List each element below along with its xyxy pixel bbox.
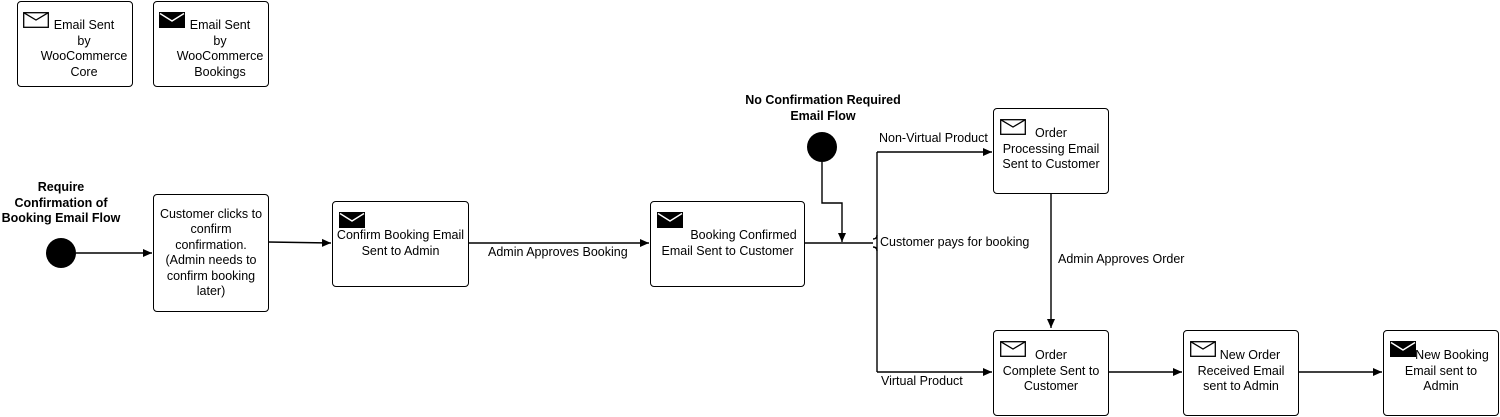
edge-label-customer-pays: Customer pays for booking: [880, 235, 1030, 249]
edge-label-virtual-product: Virtual Product: [881, 374, 963, 388]
legend-core-box: Email Sent by WooCommerce Core: [17, 1, 133, 87]
confirm-booking-email-label: Confirm Booking Email Sent to Admin: [336, 228, 465, 258]
confirm-booking-email-node: Confirm Booking Email Sent to Admin: [332, 201, 469, 287]
envelope-filled-icon: [159, 12, 185, 28]
new-order-email-node: New Order Received Email sent to Admin: [1183, 330, 1299, 416]
order-processing-email-label: Order Processing Email Sent to Customer: [1002, 126, 1100, 171]
envelope-filled-icon: [657, 212, 683, 228]
edge-branch-bracket: [872, 234, 878, 252]
customer-clicks-node: Customer clicks to confirm confirmation.…: [153, 194, 269, 312]
legend-core-label: Email Sent by WooCommerce Core: [40, 18, 128, 79]
envelope-outline-icon: [23, 12, 49, 28]
edge-label-admin-approves-order: Admin Approves Order: [1058, 252, 1185, 266]
order-complete-email-label: Order Complete Sent to Customer: [1002, 348, 1100, 393]
edge-label-admin-approves-booking: Admin Approves Booking: [488, 245, 628, 259]
no-confirmation-start-node: [807, 132, 837, 162]
envelope-filled-icon: [1390, 341, 1416, 357]
booking-confirmed-email-label: Booking Confirmed Email Sent to Customer: [661, 228, 797, 258]
edge-no-confirmation-start-to-branch: [821, 162, 846, 242]
edge-label-non-virtual-product: Non-Virtual Product: [879, 131, 988, 145]
envelope-outline-icon: [1000, 119, 1026, 135]
new-order-email-label: New Order Received Email sent to Admin: [1197, 348, 1285, 393]
booking-confirmed-email-node: Booking Confirmed Email Sent to Customer: [650, 201, 805, 287]
new-booking-email-node: New Booking Email sent to Admin: [1383, 330, 1499, 416]
require-confirmation-start-node: [46, 238, 76, 268]
legend-bookings-label: Email Sent by WooCommerce Bookings: [176, 18, 264, 79]
require-confirmation-flow-title: Require Confirmation of Booking Email Fl…: [1, 180, 121, 225]
envelope-outline-icon: [1000, 341, 1026, 357]
legend-bookings-box: Email Sent by WooCommerce Bookings: [153, 1, 269, 87]
order-complete-email-node: Order Complete Sent to Customer: [993, 330, 1109, 416]
edge-customer-clicks-to-confirm-email: [267, 238, 332, 247]
order-processing-email-node: Order Processing Email Sent to Customer: [993, 108, 1109, 194]
envelope-outline-icon: [1190, 341, 1216, 357]
envelope-filled-icon: [339, 212, 365, 228]
new-booking-email-label: New Booking Email sent to Admin: [1404, 348, 1489, 393]
customer-clicks-label: Customer clicks to confirm confirmation.…: [159, 206, 263, 299]
no-confirmation-flow-title: No Confirmation Required Email Flow: [745, 93, 901, 123]
